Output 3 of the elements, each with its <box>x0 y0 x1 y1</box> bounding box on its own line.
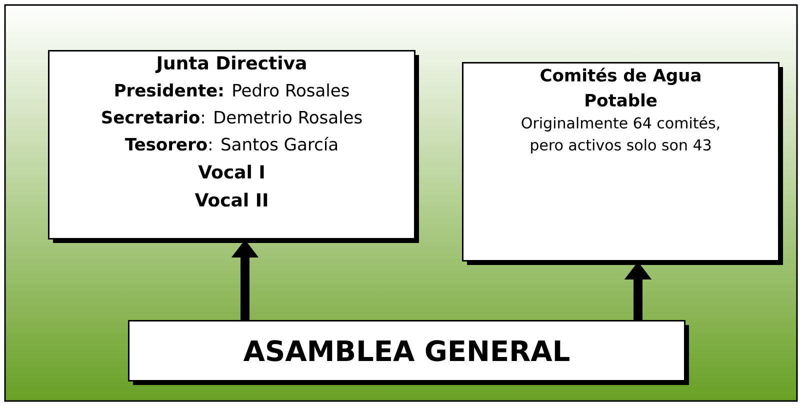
text-box: Comités de Agua Potable Originalmente 64 comités, pero activos solo son 43 <box>462 62 783 265</box>
text-box: ASAMBLEA GENERAL <box>128 320 689 385</box>
text-box: Junta Directiva Presidente: Pedro Rosales Secretario: Demetrio Rosales Tesorero: Santos García Vocal I Vocal II <box>48 50 419 243</box>
